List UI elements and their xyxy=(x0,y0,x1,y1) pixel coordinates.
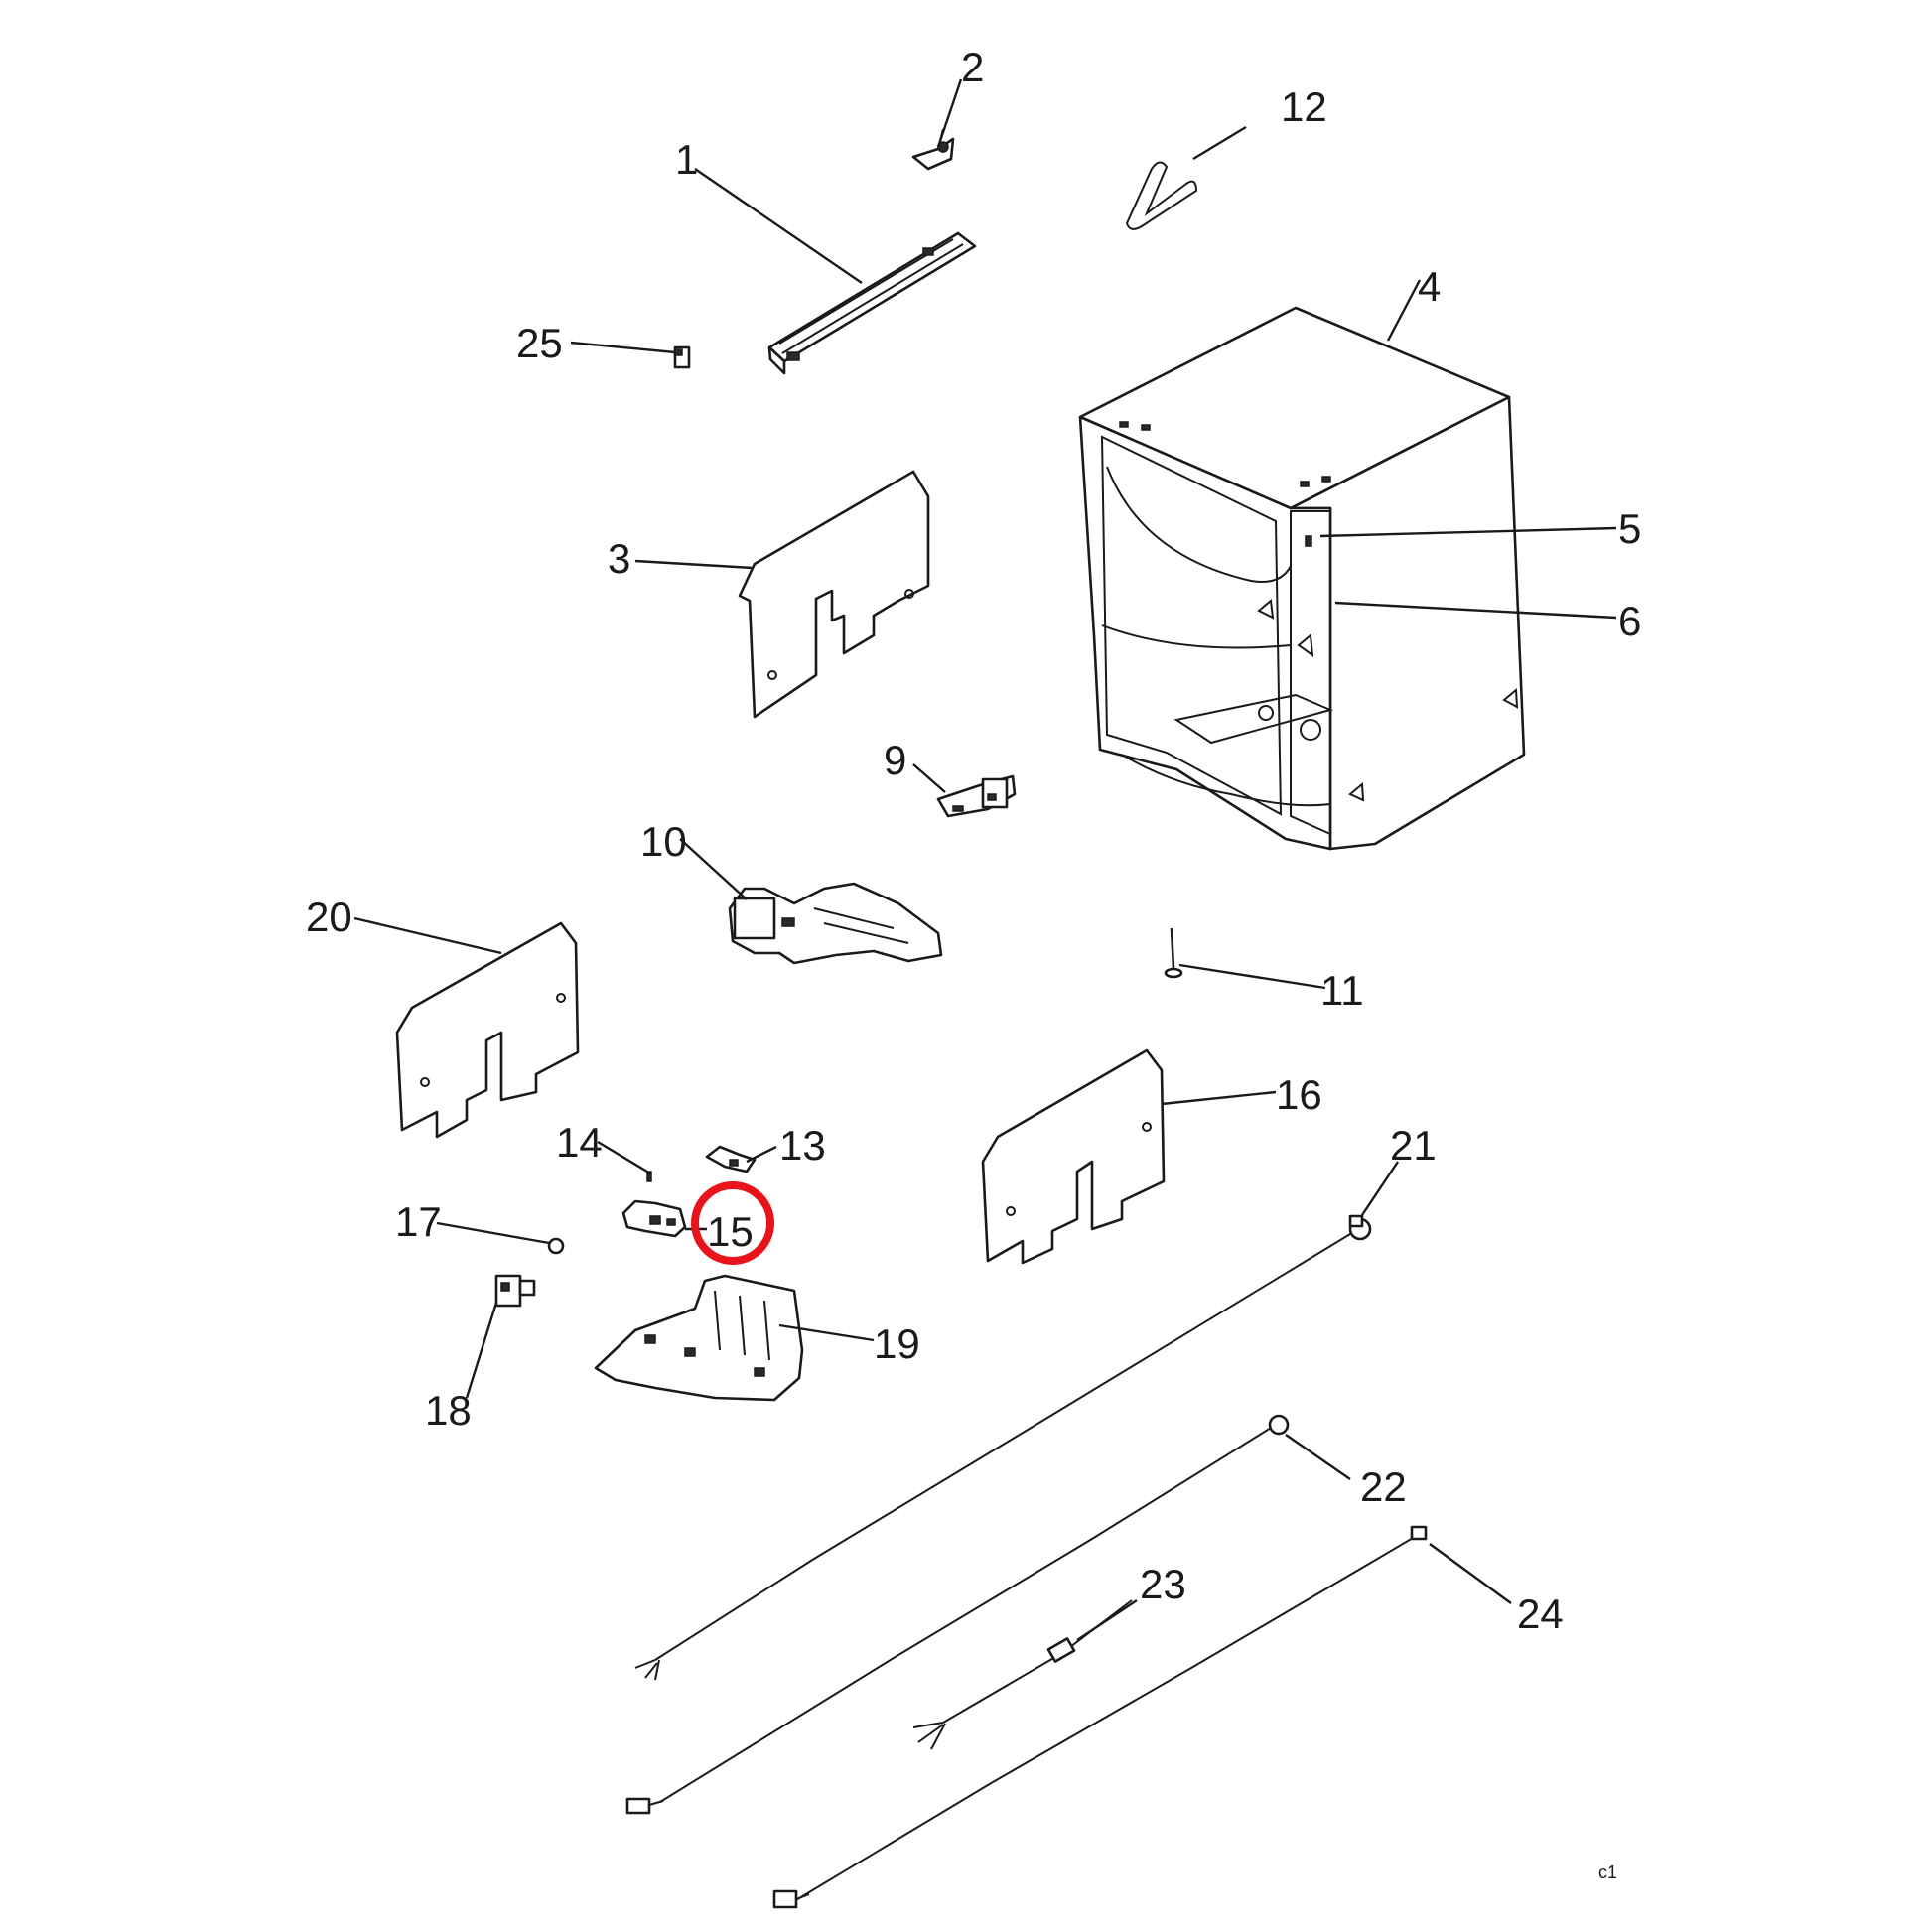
leader-14 xyxy=(597,1140,648,1173)
leader-21 xyxy=(1361,1161,1399,1216)
label-part-1: 1 xyxy=(675,136,698,183)
part-15-bracket[interactable] xyxy=(621,1199,687,1238)
corner-code: c1 xyxy=(1598,1863,1617,1882)
part-23-wire-lead[interactable] xyxy=(912,1599,1133,1750)
leader-25 xyxy=(570,341,676,354)
label-part-4: 4 xyxy=(1418,263,1441,310)
part-20-panel[interactable] xyxy=(395,921,580,1139)
label-part-11: 11 xyxy=(1320,967,1364,1014)
part-10-latch-assembly[interactable] xyxy=(728,882,943,965)
leader-12 xyxy=(1192,125,1247,161)
part-11-screw[interactable] xyxy=(1164,927,1183,979)
label-part-13: 13 xyxy=(779,1122,826,1169)
leader-11 xyxy=(1178,963,1326,990)
part-9-switch-bracket[interactable] xyxy=(936,774,1017,818)
label-part-5: 5 xyxy=(1618,505,1641,552)
label-part-10: 10 xyxy=(640,818,687,865)
label-part-6: 6 xyxy=(1618,598,1641,644)
part-4-frame[interactable] xyxy=(1078,306,1526,851)
label-part-12: 12 xyxy=(1281,83,1327,130)
part-17-screw[interactable] xyxy=(547,1237,565,1255)
label-part-19: 19 xyxy=(874,1320,920,1367)
label-part-23: 23 xyxy=(1140,1561,1186,1607)
leader-10 xyxy=(679,838,748,900)
highlight-ring-part-15 xyxy=(691,1181,774,1265)
label-part-25: 25 xyxy=(516,320,563,366)
leader-1 xyxy=(694,168,863,284)
part-1-rail[interactable] xyxy=(767,231,977,375)
leader-23 xyxy=(1076,1599,1138,1641)
leader-24 xyxy=(1429,1543,1512,1604)
label-part-14: 14 xyxy=(556,1119,603,1166)
leader-13 xyxy=(746,1145,777,1164)
leader-19 xyxy=(778,1323,875,1342)
label-part-9: 9 xyxy=(884,737,906,783)
part-13-lever[interactable] xyxy=(705,1145,757,1173)
label-part-16: 16 xyxy=(1276,1071,1322,1118)
label-part-15: 15 xyxy=(707,1208,754,1255)
leader-4 xyxy=(1386,279,1422,342)
leader-16 xyxy=(1161,1090,1277,1106)
label-part-2: 2 xyxy=(961,44,984,90)
part-18-switch[interactable] xyxy=(494,1274,536,1308)
part-24-wire-harness[interactable] xyxy=(772,1525,1428,1909)
label-part-18: 18 xyxy=(425,1387,472,1434)
part-12-wire-clip[interactable] xyxy=(1125,161,1198,230)
leader-5 xyxy=(1319,526,1617,538)
part-22-wire-harness[interactable] xyxy=(625,1414,1290,1815)
label-part-22: 22 xyxy=(1360,1463,1407,1510)
leader-22 xyxy=(1285,1434,1351,1480)
label-part-20: 20 xyxy=(306,894,352,940)
part-25-clip[interactable] xyxy=(673,345,691,369)
part-3-panel[interactable] xyxy=(738,470,930,719)
label-part-21: 21 xyxy=(1390,1122,1437,1169)
leader-9 xyxy=(912,763,946,793)
label-part-17: 17 xyxy=(395,1198,442,1245)
leader-18 xyxy=(465,1302,498,1399)
part-14-pin[interactable] xyxy=(646,1171,652,1182)
leader-20 xyxy=(353,916,502,955)
label-part-3: 3 xyxy=(608,535,630,582)
leader-2 xyxy=(936,78,963,148)
part-21-wire-harness[interactable] xyxy=(634,1214,1372,1681)
part-2-bracket[interactable] xyxy=(911,128,955,171)
part-16-panel[interactable] xyxy=(981,1048,1166,1265)
leader-17 xyxy=(436,1221,550,1245)
label-part-24: 24 xyxy=(1517,1590,1564,1637)
leader-6 xyxy=(1334,601,1617,620)
leader-3 xyxy=(634,559,754,570)
part-19-latch-base[interactable] xyxy=(594,1274,804,1402)
